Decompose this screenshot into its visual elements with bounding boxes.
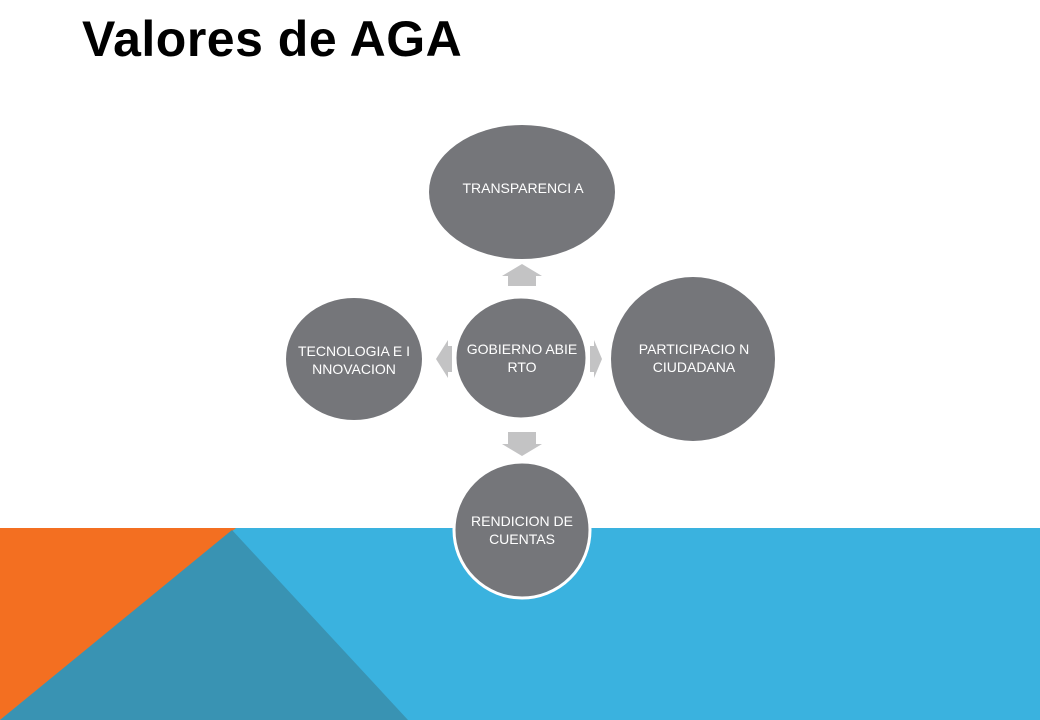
teal-triangle	[0, 530, 408, 720]
node-transparencia	[429, 125, 615, 259]
node-participacion	[611, 277, 775, 441]
node-center-gobierno-abierto	[453, 295, 589, 421]
label-participacion: PARTICIPACIO N CIUDADANA	[638, 341, 750, 375]
node-tecnologia	[286, 298, 422, 420]
label-rendicion: RENDICION DE CUENTAS	[471, 513, 573, 547]
arrow-down-to-rendicion	[502, 432, 542, 456]
slide-title: Valores de AGA	[82, 11, 463, 67]
arrow-right-to-participacion	[590, 340, 602, 378]
node-rendicion	[452, 460, 592, 600]
label-transparencia: TRANSPARENCI A	[462, 180, 584, 196]
arrow-left-to-tecnologia	[436, 340, 452, 378]
label-tecnologia: TECNOLOGIA E INNOVACION	[297, 343, 411, 377]
label-gobierno-abierto: GOBIERNO ABIERTO	[466, 341, 578, 375]
arrow-up-to-transparencia	[502, 264, 542, 286]
